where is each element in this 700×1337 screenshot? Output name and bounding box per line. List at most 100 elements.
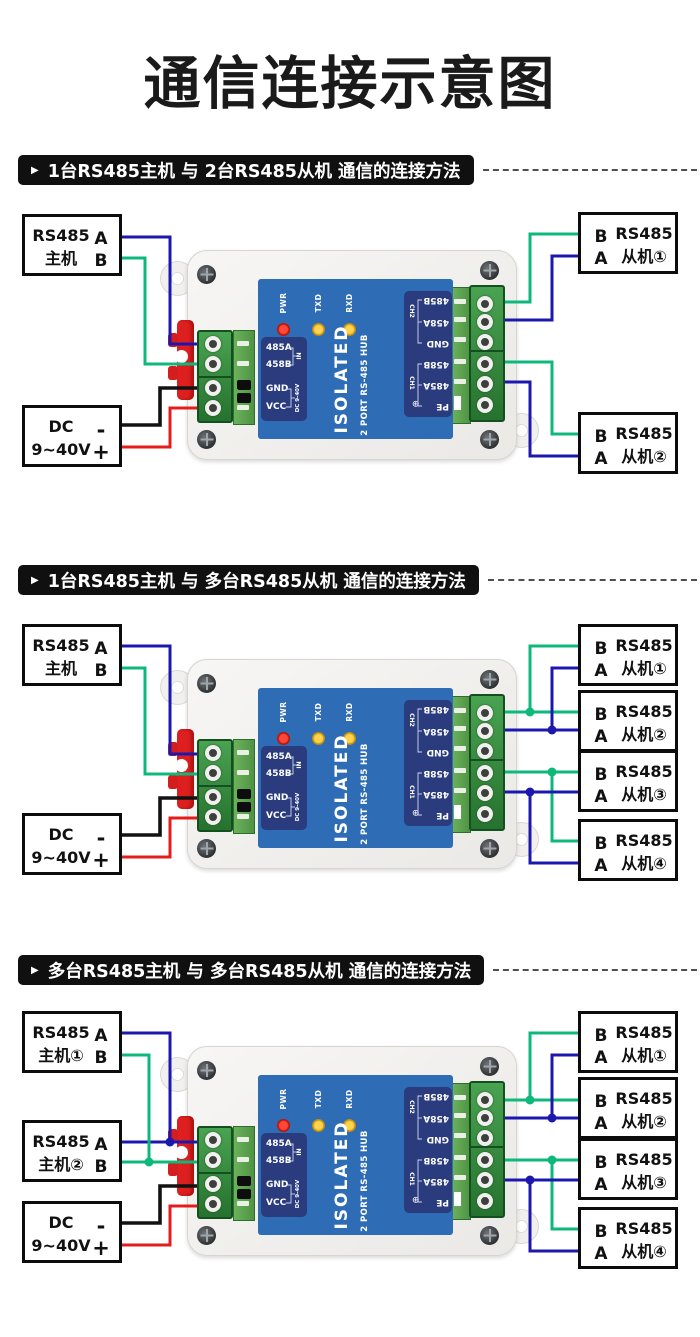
- terminal-b-label: B: [94, 251, 108, 271]
- wire-slot: [454, 1113, 466, 1118]
- output-label-panel: 485B 458A GND 458B 485A PE ⊕ CH2 CH1: [404, 700, 452, 826]
- dc-power-box: DC 9~40V - +: [22, 405, 122, 467]
- input-label-panel: 485A 458B GND VCC IN DC 9-40V: [261, 337, 307, 421]
- terminal-a-label: A: [94, 639, 108, 659]
- terminal-vcc: [205, 400, 221, 416]
- bracket-lines: [286, 756, 297, 817]
- hub-model-text: 2 PORT RS-485 HUB: [360, 334, 370, 436]
- dashed-divider: [482, 169, 697, 171]
- box-label: 主机: [44, 659, 77, 678]
- terminal-b-label: B: [594, 1222, 608, 1242]
- input-row-485a: 485A: [266, 1139, 292, 1149]
- clip-wing: [168, 333, 178, 347]
- wire-slot: [454, 1155, 466, 1160]
- output-terminal-block: [469, 694, 505, 831]
- terminal-b-label: B: [594, 834, 608, 854]
- rs485-slave1-box: B A RS485 从机①: [578, 624, 678, 686]
- rs485-slave2-box: B A RS485 从机②: [578, 412, 678, 474]
- rs485-hub-device-3: PWR TXD RXD 485A 458B GND VCC IN DC 9-40…: [160, 1046, 539, 1256]
- terminal-ch1-458b: [477, 356, 493, 372]
- box-label: 从机①: [621, 1046, 667, 1065]
- terminal-pe: [477, 806, 493, 822]
- input-terminal-block: [197, 330, 233, 423]
- bracket-lines: [417, 299, 422, 407]
- terminal-458b: [205, 356, 221, 372]
- terminal-485a: [205, 336, 221, 352]
- clip-wing: [168, 1129, 178, 1143]
- screw-icon: [197, 674, 216, 693]
- dc-bracket-label: DC 9-40V: [295, 383, 301, 413]
- device-faceplate: PWR TXD RXD 485A 458B GND VCC IN DC 9-40…: [258, 1075, 453, 1235]
- wire-slot: [454, 337, 466, 342]
- rs485-master-box: RS485 主机 A B: [22, 214, 122, 276]
- terminal-minus-label: -: [96, 826, 106, 850]
- terminal-plus-label: +: [92, 440, 110, 464]
- ch2-label: CH2: [408, 304, 415, 318]
- screw-icon: [480, 430, 499, 449]
- clip-hole: [175, 1146, 188, 1159]
- wire-slot: [454, 788, 466, 793]
- terminal-b-label: B: [594, 1026, 608, 1046]
- terminal-b-label: B: [594, 427, 608, 447]
- output-terminal-block: [469, 1081, 505, 1218]
- input-terminal-block: [197, 739, 233, 832]
- terminal-a-label: A: [594, 1175, 608, 1195]
- terminal-ch2-458a: [477, 314, 493, 330]
- ch1-label: CH1: [408, 376, 415, 390]
- block-seam: [471, 759, 503, 761]
- terminal-ch2-485b: [477, 1092, 493, 1108]
- terminal-a-label: A: [94, 229, 108, 249]
- rs485-slave3-box: B A RS485 从机③: [578, 750, 678, 812]
- dc-bracket-label: DC 9-40V: [295, 1179, 301, 1209]
- terminal-b-label: B: [594, 639, 608, 659]
- box-label: RS485: [32, 1132, 90, 1151]
- terminal-ch1-458b: [477, 765, 493, 781]
- block-seam: [199, 1172, 231, 1174]
- rs485-slave2-box: B A RS485 从机②: [578, 1077, 678, 1139]
- terminal-ch2-458a: [477, 723, 493, 739]
- input-row-458b: 458B: [266, 1156, 292, 1166]
- terminal-a-label: A: [594, 449, 608, 469]
- block-seam: [199, 376, 231, 378]
- device-faceplate: PWR TXD RXD 485A 458B GND VCC IN DC 9-40…: [258, 279, 453, 439]
- box-label: DC: [48, 417, 74, 436]
- box-label: RS485: [32, 226, 90, 245]
- box-label: 9~40V: [31, 848, 91, 867]
- box-label: DC: [48, 825, 74, 844]
- box-label: 从机③: [621, 1173, 667, 1192]
- bracket-lines: [417, 708, 422, 816]
- ch1-label: CH1: [408, 1172, 415, 1186]
- rs485-hub-device-2: PWR TXD RXD 485A 458B GND VCC IN DC 9-40…: [160, 659, 539, 869]
- box-label: 从机①: [621, 659, 667, 678]
- terminal-a-label: A: [594, 856, 608, 876]
- jumper-cap: [237, 802, 251, 812]
- screw-icon: [480, 839, 499, 858]
- rxd-led-icon: [343, 323, 356, 336]
- box-label: 主机①: [38, 1046, 84, 1065]
- rs485-slave1-box: B A RS485 从机①: [578, 1011, 678, 1073]
- output-terminal-block: [469, 285, 505, 422]
- terminal-minus-label: -: [96, 418, 106, 442]
- wire-slot: [454, 379, 466, 384]
- box-label: DC: [48, 1213, 74, 1232]
- block-seam: [471, 350, 503, 352]
- block-seam: [199, 785, 231, 787]
- dc-bracket-label: DC 9-40V: [295, 792, 301, 822]
- output-label-panel: 485B 458A GND 458B 485A PE ⊕ CH2 CH1: [404, 1087, 452, 1213]
- txd-led-label: TXD: [314, 293, 323, 313]
- pwr-led-icon: [277, 323, 290, 336]
- wire-slot: [237, 770, 249, 775]
- box-label: 从机②: [621, 725, 667, 744]
- wire-slot: [454, 317, 466, 322]
- wire-slot: [454, 746, 466, 751]
- terminal-ch2-458a: [477, 1110, 493, 1126]
- terminal-b-label: B: [94, 1157, 108, 1177]
- pe-slot: [454, 1192, 461, 1206]
- terminal-a-label: A: [594, 787, 608, 807]
- hub-model-text: 2 PORT RS-485 HUB: [360, 743, 370, 845]
- box-label: 主机: [44, 249, 77, 268]
- jumper-cap: [237, 393, 251, 403]
- rs485-slave4-box: B A RS485 从机④: [578, 819, 678, 881]
- pwr-led-icon: [277, 1119, 290, 1132]
- in-bracket-label: IN: [296, 761, 303, 769]
